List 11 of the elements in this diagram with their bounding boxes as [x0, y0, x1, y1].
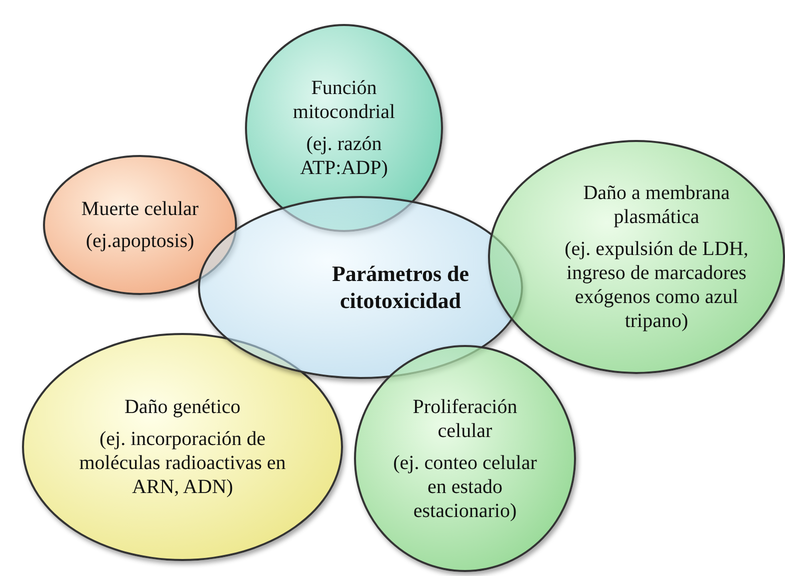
- example-text: (ej. razón ATP:ADP): [299, 132, 389, 180]
- parameter-heading: Muerte celular: [81, 197, 199, 221]
- example-text: (ej.apoptosis): [86, 229, 194, 253]
- center-title: Parámetros de citotoxicidad: [330, 261, 470, 314]
- parameter-heading: Daño genético: [124, 395, 241, 419]
- parameter-heading: Función mitocondrial: [292, 76, 396, 124]
- example-text: (ej. incorporación de moléculas radioactivas en ARN, ADN): [78, 427, 287, 499]
- example-text: (ej. conteo celular en estado estacionario): [392, 450, 538, 522]
- parameter-heading: Proliferación celular: [412, 394, 518, 442]
- example-text: (ej. expulsión de LDH, ingreso de marcadores exógenos como azul tripano): [564, 237, 750, 333]
- parameter-heading: Daño a membrana plasmática: [582, 181, 731, 229]
